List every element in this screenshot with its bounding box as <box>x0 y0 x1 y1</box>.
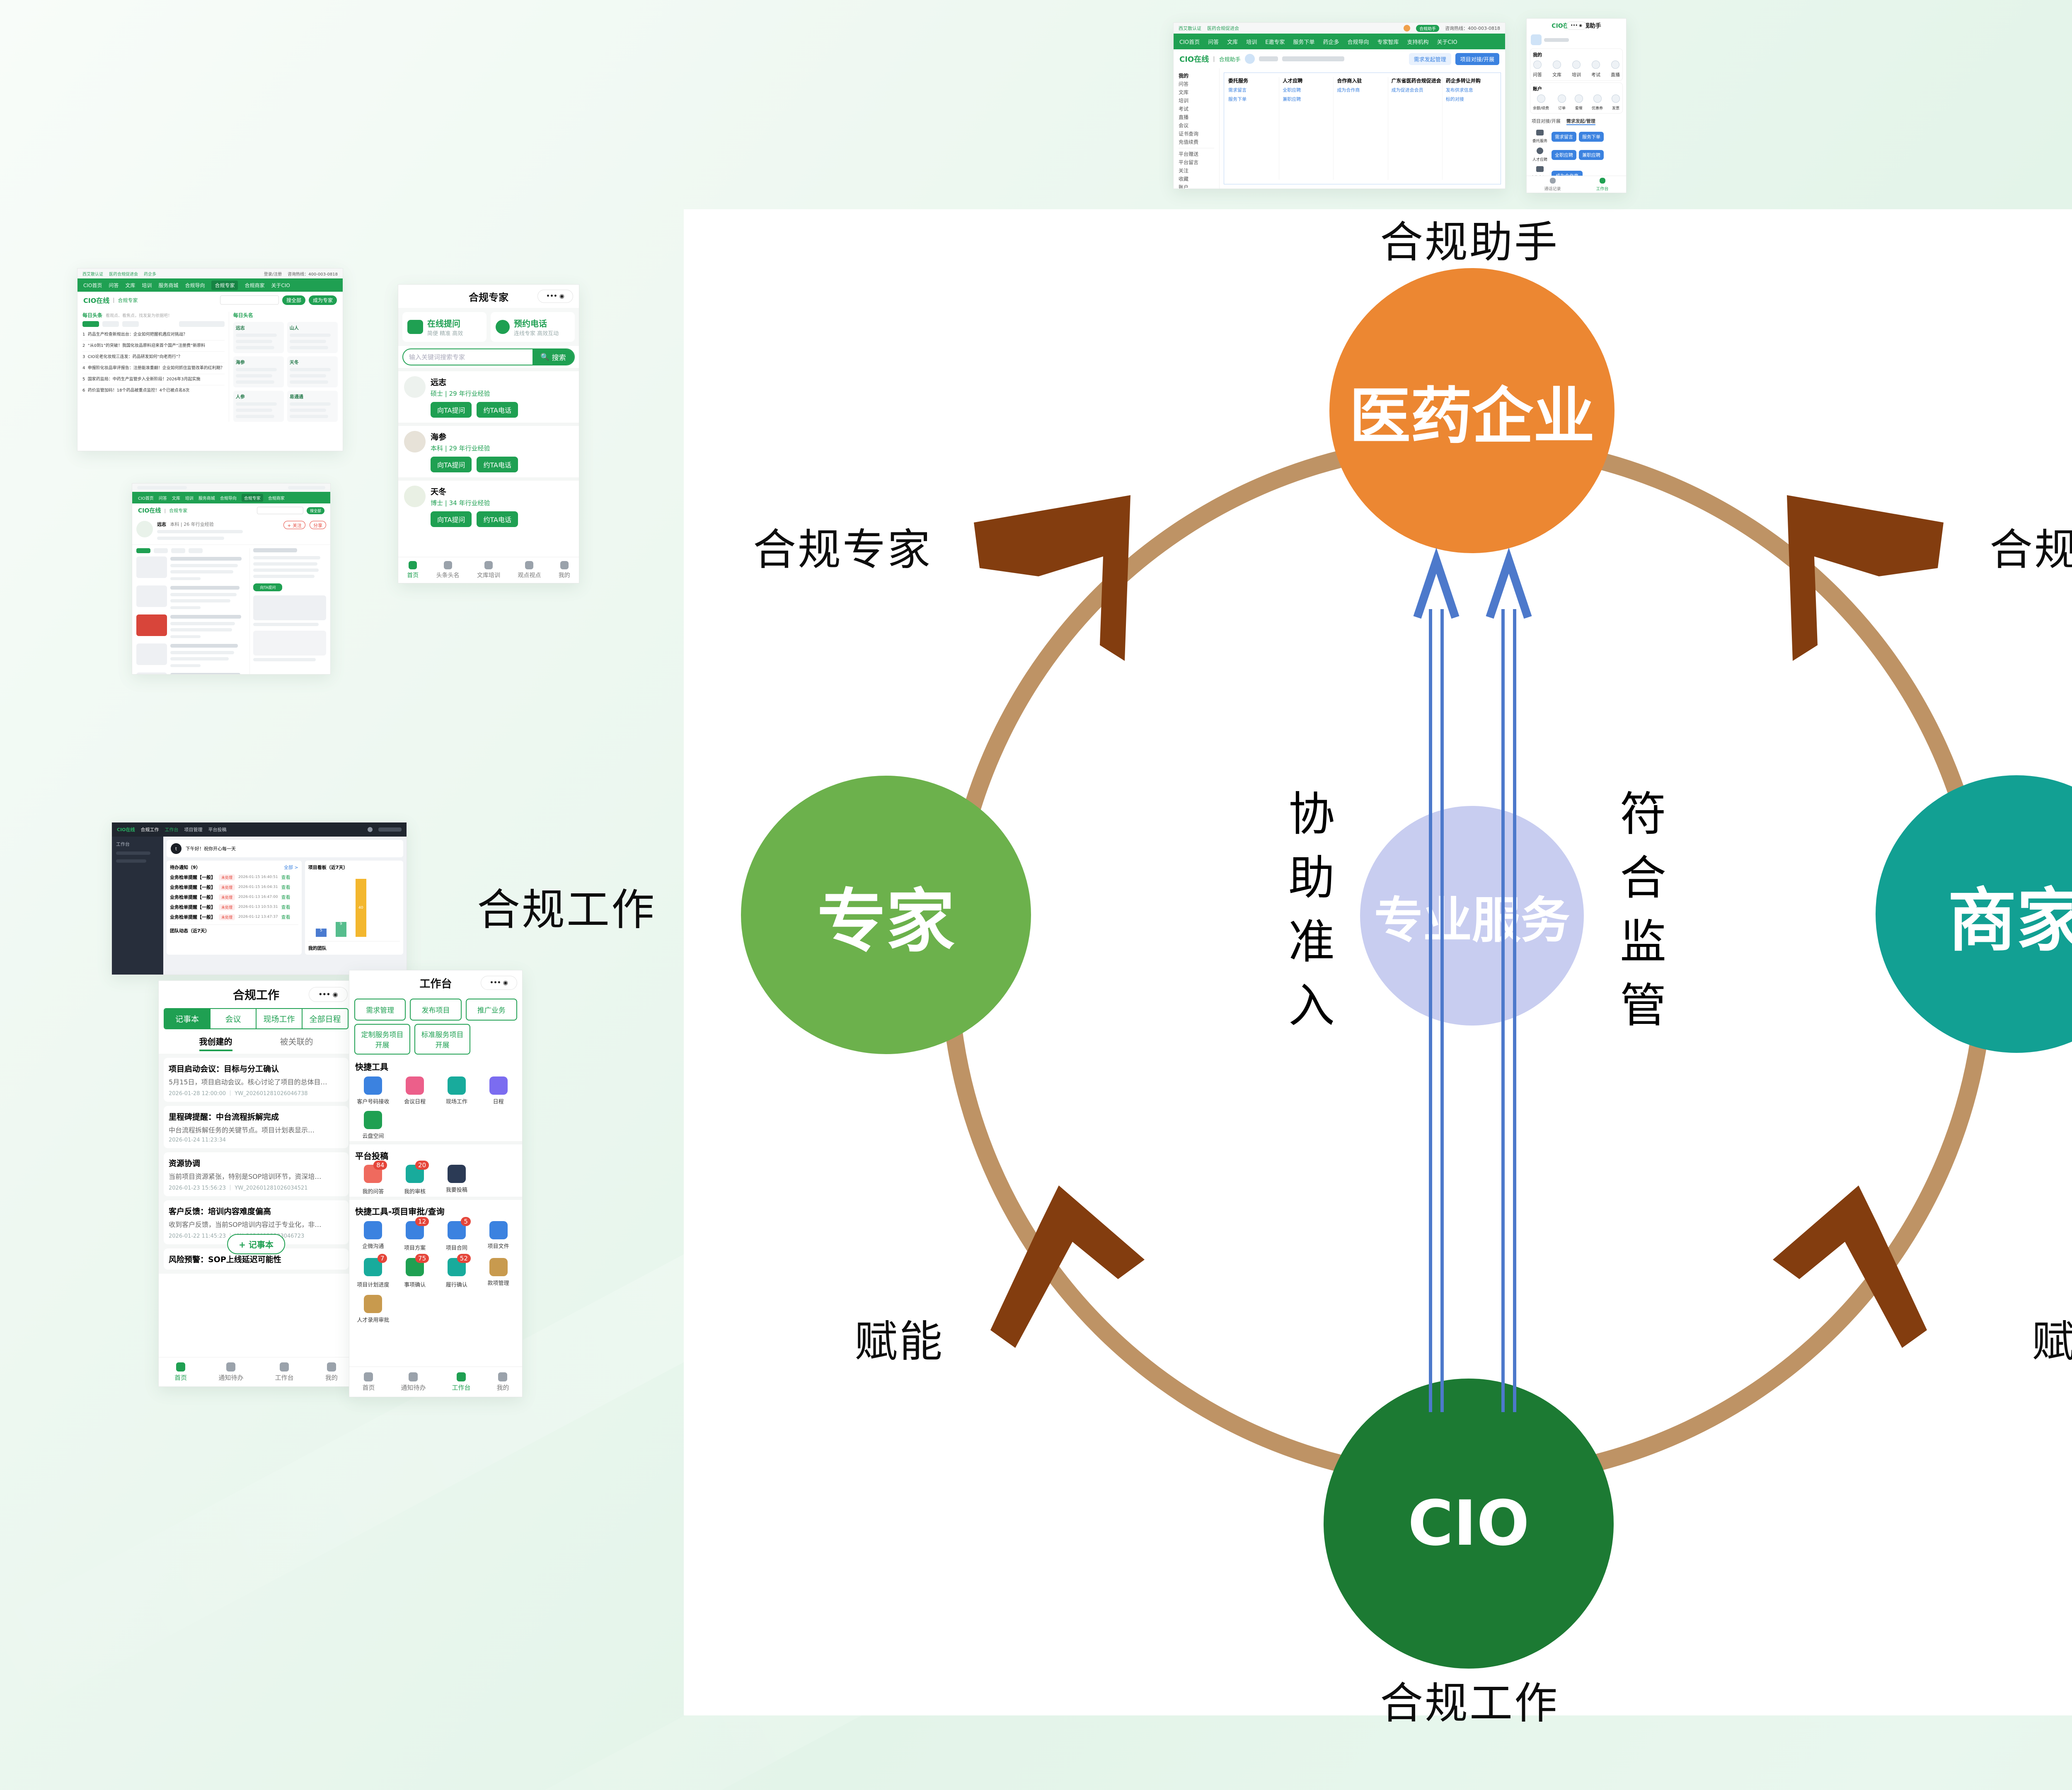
avatar <box>1531 34 1542 45</box>
top-link: 医药合规促进会 <box>1207 26 1239 31</box>
thumb-assistant-mobile: CIO在线 合规助手 ••• ◉ 我的 问答 文库 培训 考试 直播 账户 余额… <box>1526 18 1627 193</box>
chat-icon <box>407 320 423 334</box>
node-cio: CIO <box>1324 1379 1614 1669</box>
app-title: 合规专家 <box>469 291 508 303</box>
search-icon: 🔍 <box>540 353 549 361</box>
ring-arrowhead-lower-right <box>1773 1185 1927 1348</box>
flow-arrows-layer <box>1413 547 1532 1412</box>
avatar <box>1404 25 1411 31</box>
nav-item: 关于CIO <box>1437 39 1457 46</box>
btn-demand: 需求发起管理 <box>1409 53 1451 65</box>
nav-item: CIO首页 <box>1179 39 1200 46</box>
node-expert: 专家 <box>741 776 1031 1054</box>
phone-icon <box>496 320 510 334</box>
nav-item: 服务下单 <box>1293 39 1315 46</box>
avatar <box>1244 54 1255 64</box>
thumb-navbar: CIO首页 问答 文库 培训 E邀专家 服务下单 药企多 合规导向 专家智库 支… <box>1174 34 1505 49</box>
nav-item: E邀专家 <box>1265 39 1285 46</box>
section-title: 账户 <box>1533 86 1542 92</box>
node-pharma: 医药企业 <box>1329 268 1615 553</box>
expert-avatar <box>404 486 426 507</box>
thumb-workbench-mobile: 工作台 ••• ◉ 需求管理 发布项目 推广业务 定制服务项目开展 标准服务项目… <box>349 970 523 1397</box>
caption-lower-right: 赋能 <box>2031 1316 2072 1367</box>
ring-arrowhead-upper-right <box>1787 495 1944 661</box>
node-cio-label: CIO <box>1408 1488 1530 1560</box>
thumb-expert-desktop: 西艾散认证医药合规促进会药企多 登录/注册 咨询热线：400-003-0818 … <box>77 268 343 451</box>
nav-item: 问答 <box>1208 39 1219 46</box>
caption-top: 合规助手 <box>1380 217 1559 268</box>
expert-avatar <box>404 431 426 452</box>
node-expert-label: 专家 <box>817 881 955 962</box>
brand-logo: CIO在线 <box>1179 55 1209 64</box>
node-merchant-label: 商家 <box>1948 880 2072 961</box>
thumb-expert-detail-desktop: CIO首页问答 文库培训 服务商城合规导向 合规专家 合规商家 CIO在线| 合… <box>132 483 331 675</box>
mini-bar-chart: 5 9 40 <box>308 871 400 941</box>
masked-name <box>1259 56 1278 61</box>
thumb-expert-mobile: 合规专家 ••• ◉ 在线提问简便 精准 高效 预约电话连线专家 高效互动 输入… <box>398 284 579 583</box>
caption-upper-left: 合规专家 <box>753 524 932 575</box>
diagram-panel: 医药企业 专家 商家 CIO 专业服务 合规助手 合规专家 <box>684 209 2072 1729</box>
page-name: 合规助手 <box>1219 56 1241 63</box>
app-title: 合规工作 <box>232 988 279 1002</box>
thumb-work-mobile: 合规工作 ••• ◉ 记事本 会议 现场工作 全部日程 我创建的 被关联的 项目… <box>158 980 354 1387</box>
masked-org <box>1282 56 1344 61</box>
fab-note-button: + 记事本 <box>227 1234 285 1254</box>
nav-item: 培训 <box>1246 39 1257 46</box>
top-link: 西艾散认证 <box>1179 26 1201 31</box>
nav-item: 支持机构 <box>1407 39 1429 46</box>
thumb-sidebar: 我的 问答 文库 培训 考试 直播 会议 证书查询 充值续费 平台赠送 平台留言… <box>1174 68 1220 189</box>
assistant-pill: 合规助手 <box>1416 24 1440 32</box>
app-title: 工作台 <box>419 977 452 990</box>
nav-item: 专家智库 <box>1377 39 1399 46</box>
ring-arrowhead-lower-left <box>990 1185 1145 1348</box>
expert-avatar <box>404 376 426 398</box>
thumb-assistant-desktop: 西艾散认证 医药合规促进会 合规助手 咨询热线：400-003-0818 CIO… <box>1173 22 1506 189</box>
nav-item: 文库 <box>1227 39 1238 46</box>
mini-program-pill: ••• ◉ <box>1566 22 1586 30</box>
node-services: 专业服务 <box>1360 806 1584 1026</box>
caption-inner-right: 符合监管 <box>1612 789 1666 1045</box>
caption-inner-left: 协助准入 <box>1280 789 1334 1045</box>
section-title: 我的 <box>1533 52 1542 58</box>
thumb-work-desktop: CIO在线 合规工作 工作台 项目管理 平台投稿 工作台 t 下午好！祝你开心每… <box>111 822 407 975</box>
nav-item: 药企多 <box>1323 39 1339 46</box>
caption-mid-left: 合规工作 <box>477 884 656 935</box>
expert-avatar <box>136 521 153 537</box>
thumb-topstrip: 西艾散认证 医药合规促进会 合规助手 咨询热线：400-003-0818 <box>1174 23 1505 34</box>
tab: 需求发起/管理 <box>1566 118 1595 125</box>
nav-item: 合规导向 <box>1347 39 1369 46</box>
thumb-logorow: CIO在线 | 合规助手 需求发起管理 项目对接/开展 <box>1174 49 1505 68</box>
node-services-label: 专业服务 <box>1374 891 1570 949</box>
thumb-cards-area: 委托服务 需求留言 服务下单 人才应聘 全职应聘 兼职应聘 合作商入驻 成为合作… <box>1224 73 1501 184</box>
btn-project: 项目对接/开展 <box>1455 53 1499 65</box>
caption-lower-left: 赋能 <box>854 1316 944 1367</box>
node-pharma-label: 医药企业 <box>1349 380 1595 452</box>
caption-bottom: 合规工作 <box>1380 1678 1559 1729</box>
hotline: 咨询热线：400-003-0818 <box>1445 26 1500 31</box>
ring-arrowhead-upper-left <box>974 495 1130 661</box>
tab: 项目对接/开展 <box>1532 119 1561 124</box>
caption-upper-right: 合规商城 <box>1989 524 2072 575</box>
